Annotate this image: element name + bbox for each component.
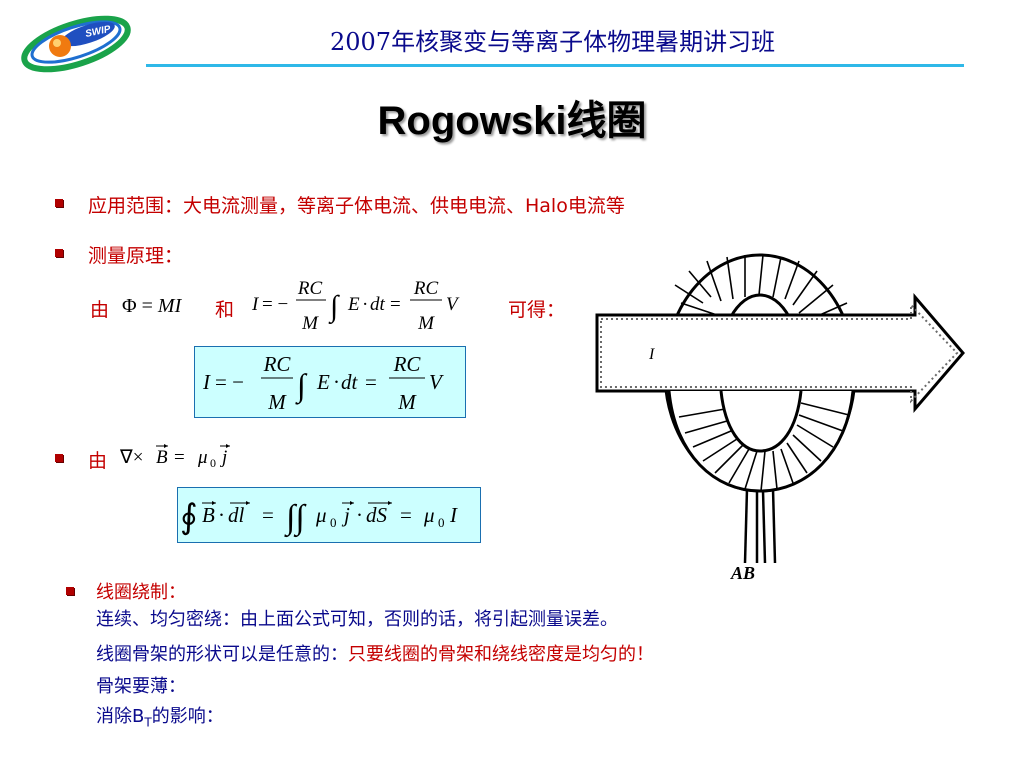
- terminal-labels: AB: [730, 563, 755, 583]
- obtain-label: 可得：: [508, 299, 566, 321]
- svg-text:∫: ∫: [328, 290, 340, 325]
- svg-text:dS: dS: [366, 503, 388, 527]
- integral-equation-box: ∮ B · dl = ∫∫ μ 0 j · dS = μ 0 I: [177, 487, 481, 543]
- svg-text:RC: RC: [263, 352, 292, 376]
- bullet-marker: [55, 249, 63, 257]
- svg-text:V: V: [446, 294, 460, 315]
- svg-text:RC: RC: [413, 278, 439, 299]
- svg-text:E: E: [316, 370, 330, 394]
- svg-text:=: =: [262, 503, 274, 527]
- svg-text:I: I: [449, 503, 458, 527]
- svg-text:E: E: [347, 294, 360, 315]
- svg-text:0: 0: [330, 515, 337, 530]
- current-equation-box: I = − RC M ∫ E · dt = RC M V: [194, 346, 466, 418]
- bullet-marker: [66, 587, 74, 595]
- current-label: I: [648, 346, 655, 363]
- coil-line-4b: 的影响：: [151, 706, 224, 727]
- svg-text:I: I: [251, 294, 260, 315]
- slide-title: Rogowski线圈: [377, 99, 647, 143]
- coil-line-4-sub: T: [144, 715, 152, 730]
- svg-text:Φ = MI: Φ = MI: [122, 295, 183, 317]
- svg-text:j: j: [219, 447, 227, 468]
- svg-text:=: =: [400, 503, 412, 527]
- coil-line-2a: 线圈骨架的形状可以是任意的：: [96, 644, 348, 665]
- svg-text:∮: ∮: [180, 499, 198, 536]
- coil-heading: 线圈绕制：: [96, 582, 186, 603]
- svg-text:B: B: [202, 503, 215, 527]
- svg-text:M: M: [417, 313, 435, 334]
- svg-text:M: M: [397, 390, 417, 414]
- svg-text:μ: μ: [197, 447, 208, 468]
- svg-text:=: =: [365, 370, 377, 394]
- svg-text:·: ·: [362, 294, 368, 315]
- svg-text:0: 0: [438, 515, 445, 530]
- svg-text:dt: dt: [370, 294, 386, 315]
- coil-line-2: 线圈骨架的形状可以是任意的：只要线圈的骨架和绕线密度是均匀的！: [96, 640, 654, 666]
- svg-text:M: M: [301, 313, 319, 334]
- svg-text:RC: RC: [393, 352, 422, 376]
- header-divider: [146, 64, 964, 67]
- svg-text:∇×: ∇×: [119, 447, 143, 468]
- rogowski-coil-figure: I AB: [585, 245, 985, 585]
- svg-text:∫∫: ∫∫: [284, 499, 307, 538]
- scope-text: 应用范围：大电流测量，等离子体电流、供电电流、Halo电流等: [88, 195, 625, 217]
- svg-text:μ: μ: [315, 503, 327, 527]
- ampere-law-equation: ∇× B = μ 0 j: [118, 436, 258, 480]
- svg-text:= −: = −: [262, 294, 288, 315]
- svg-text:I: I: [202, 370, 211, 394]
- svg-text:∫: ∫: [295, 367, 308, 405]
- inline-current-equation: I = − RC M ∫ E · dt = RC M V: [248, 272, 498, 342]
- svg-text:·: ·: [356, 503, 363, 527]
- coil-line-4: 消除BT的影响：: [96, 702, 224, 730]
- svg-text:dl: dl: [228, 503, 245, 527]
- svg-text:V: V: [429, 370, 444, 394]
- svg-text:= −: = −: [215, 370, 244, 394]
- from-label-2: 由: [88, 450, 108, 472]
- from-label: 由: [90, 299, 110, 321]
- and-label: 和: [215, 299, 235, 321]
- svg-text:j: j: [341, 503, 350, 527]
- header-title: 2007年核聚变与等离子体物理暑期讲习班: [330, 28, 776, 56]
- lead-wires: [743, 488, 777, 564]
- coil-line-1: 连续、均匀密绕：由上面公式可知，否则的话，将引起测量误差。: [96, 609, 618, 630]
- principle-text: 测量原理：: [88, 245, 184, 267]
- swip-logo: SWIP: [18, 6, 136, 76]
- coil-line-3: 骨架要薄：: [96, 676, 186, 697]
- coil-line-4a: 消除B: [96, 706, 145, 727]
- svg-text:=: =: [174, 447, 185, 468]
- coil-line-2b: 只要线圈的骨架和绕线密度是均匀的！: [348, 644, 654, 665]
- svg-text:·: ·: [333, 370, 340, 394]
- bullet-marker: [55, 454, 63, 462]
- swip-logo-graphic: SWIP: [21, 15, 131, 73]
- svg-text:dt: dt: [341, 370, 359, 394]
- svg-text:RC: RC: [297, 278, 323, 299]
- flux-equation: Φ = MI: [120, 284, 210, 328]
- svg-text:M: M: [267, 390, 287, 414]
- svg-text:·: ·: [218, 503, 225, 527]
- svg-text:=: =: [390, 294, 401, 315]
- svg-text:μ: μ: [423, 503, 435, 527]
- svg-text:0: 0: [210, 456, 216, 470]
- svg-text:B: B: [156, 447, 168, 468]
- logo-text: SWIP: [84, 24, 112, 40]
- bullet-marker: [55, 199, 63, 207]
